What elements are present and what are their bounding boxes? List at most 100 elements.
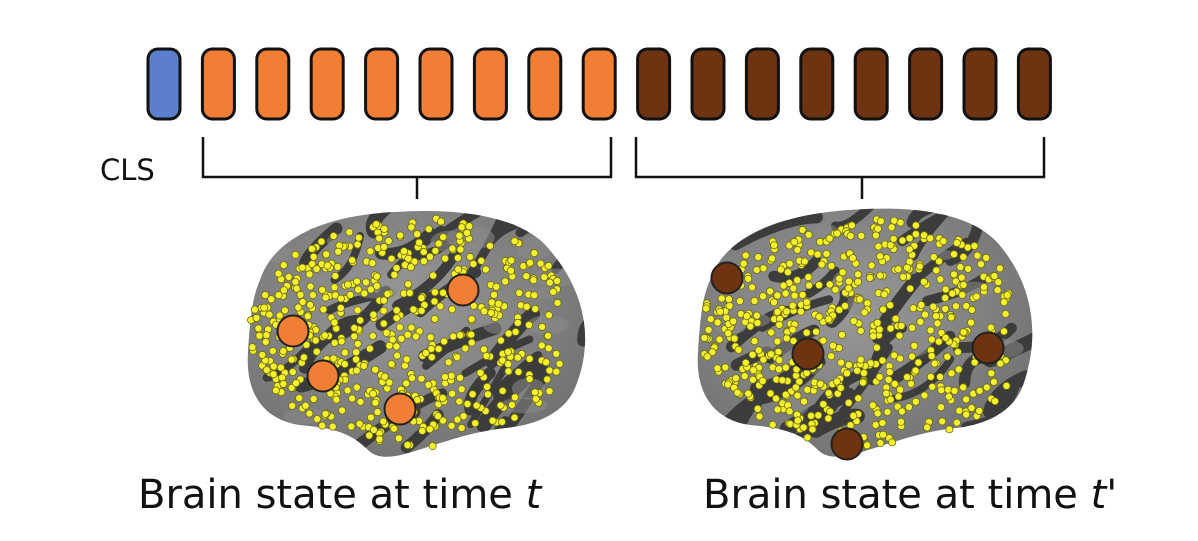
electrode-dot — [279, 379, 288, 388]
electrode-dot — [319, 305, 328, 314]
electrode-dot — [733, 388, 742, 397]
electrode-dot — [773, 337, 782, 346]
electrode-dot — [704, 325, 713, 334]
electrode-dot — [885, 368, 894, 377]
electrode-dot — [869, 332, 878, 341]
electrode-dot — [724, 329, 733, 338]
electrode-dot — [896, 218, 905, 227]
electrode-dot — [713, 364, 722, 373]
electrode-dot — [781, 390, 790, 399]
electrode-dot — [991, 397, 1000, 406]
electrode-dot — [972, 292, 981, 301]
electrode-dot — [313, 415, 322, 424]
electrode-dot — [447, 421, 456, 430]
electrode-dot — [311, 336, 320, 345]
electrode-dot — [465, 222, 474, 231]
electrode-dot — [875, 325, 884, 334]
electrode-dot — [859, 378, 868, 387]
electrode-dot — [833, 229, 842, 238]
electrode-dot — [434, 412, 443, 421]
electrode-dot — [369, 425, 378, 434]
electrode-dot — [803, 385, 812, 394]
electrode-dot — [735, 297, 744, 306]
electrode-dot — [796, 307, 805, 316]
electrode-dot — [759, 292, 768, 301]
cls-label: CLS — [100, 153, 155, 187]
electrode-dot — [453, 353, 462, 362]
electrode-dot — [753, 404, 762, 413]
token-time-t-prime — [1016, 47, 1052, 121]
electrode-dot — [411, 332, 420, 341]
electrode-dot — [356, 316, 365, 325]
electrode-dot — [782, 334, 791, 343]
electrode-dot — [950, 250, 959, 259]
electrode-dot — [403, 330, 412, 339]
electrode-dot — [352, 277, 361, 286]
electrode-dot — [802, 298, 811, 307]
electrode-dot — [384, 236, 393, 245]
electrode-dot — [774, 365, 783, 374]
electrode-dot — [844, 284, 853, 293]
electrode-dot — [959, 328, 968, 337]
electrode-dot — [897, 321, 906, 330]
electrode-dot — [896, 385, 905, 394]
electrode-dot — [947, 313, 956, 322]
electrode-dot — [330, 318, 339, 327]
electrode-dot — [330, 283, 339, 292]
electrode-dot — [515, 288, 524, 297]
electrode-dot — [748, 375, 757, 384]
electrode-dot — [804, 273, 813, 282]
electrode-dot — [744, 389, 753, 398]
electrode-dot — [380, 372, 389, 381]
electrode-dot — [549, 287, 558, 296]
electrode-dot — [878, 356, 887, 365]
electrode-dot — [434, 344, 443, 353]
electrode-dot — [941, 333, 950, 342]
electrode-dot — [916, 317, 925, 326]
electrode-dot — [525, 354, 534, 363]
electrode-dot — [996, 359, 1005, 368]
electrode-dot — [545, 366, 554, 375]
electrode-dot — [504, 360, 513, 369]
electrode-dot — [716, 307, 725, 316]
electrode-dot — [938, 417, 947, 426]
electrode-dot — [306, 282, 315, 291]
electrode-dot — [271, 386, 280, 395]
electrode-dot — [894, 392, 903, 401]
electrode-dot — [291, 250, 300, 259]
electrode-dot — [255, 331, 264, 340]
electrode-dot — [365, 431, 374, 440]
electrode-dot — [920, 277, 929, 286]
electrode-dot — [425, 252, 434, 261]
electrode-dot — [338, 406, 347, 415]
electrode-dot — [260, 303, 269, 312]
electrode-dot — [934, 337, 943, 346]
electrode-dot — [828, 341, 837, 350]
electrode-dots-time-t-prime — [700, 215, 1013, 450]
electrode-dot — [504, 329, 513, 338]
electrode-dot — [544, 311, 553, 320]
electrode-dot — [1000, 298, 1009, 307]
nodes-time-t-prime — [710, 261, 1005, 461]
electrode-dot — [406, 263, 415, 272]
electrode-dot — [444, 358, 453, 367]
electrode-dot — [706, 315, 715, 324]
electrode-dot — [284, 272, 293, 281]
electrode-dot — [894, 265, 903, 274]
electrode-dot — [841, 301, 850, 310]
electrode-dot — [715, 335, 724, 344]
electrode-dot — [395, 323, 404, 332]
electrode-dot — [803, 433, 812, 442]
electrode-dot — [721, 363, 730, 372]
electrode-dot — [835, 305, 844, 314]
electrode-dot — [773, 291, 782, 300]
electrode-dot — [847, 221, 856, 230]
electrode-dot — [385, 378, 394, 387]
electrode-dot — [903, 373, 912, 382]
electrode-dot — [767, 328, 776, 337]
electrode-dot — [943, 352, 952, 361]
electrode-dot — [995, 264, 1004, 273]
electrode-dot — [447, 371, 456, 380]
electrode-dot — [842, 369, 851, 378]
electrode-dot — [967, 305, 976, 314]
